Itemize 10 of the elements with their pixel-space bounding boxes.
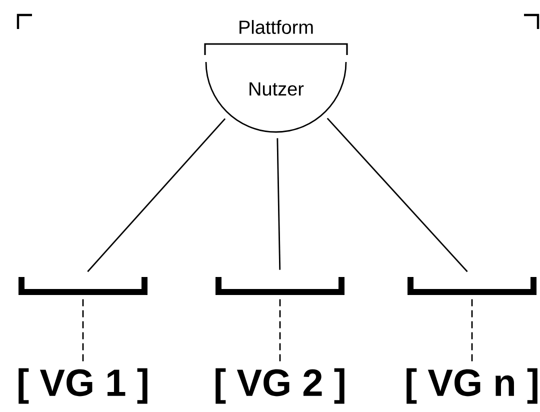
- group-label: [ VG 2 ]: [216, 368, 344, 404]
- group-label: [ VG 1 ]: [18, 368, 148, 404]
- connector-line: [326, 118, 468, 272]
- bracket-shape: [216, 277, 344, 295]
- connector-line: [87, 118, 226, 272]
- connector-line: [276, 138, 281, 270]
- bracket-shape: [408, 277, 536, 295]
- group-label: [ VG n ]: [406, 368, 538, 404]
- bracket-label: Plattform: [204, 20, 348, 55]
- bracket-shape: [18, 277, 148, 295]
